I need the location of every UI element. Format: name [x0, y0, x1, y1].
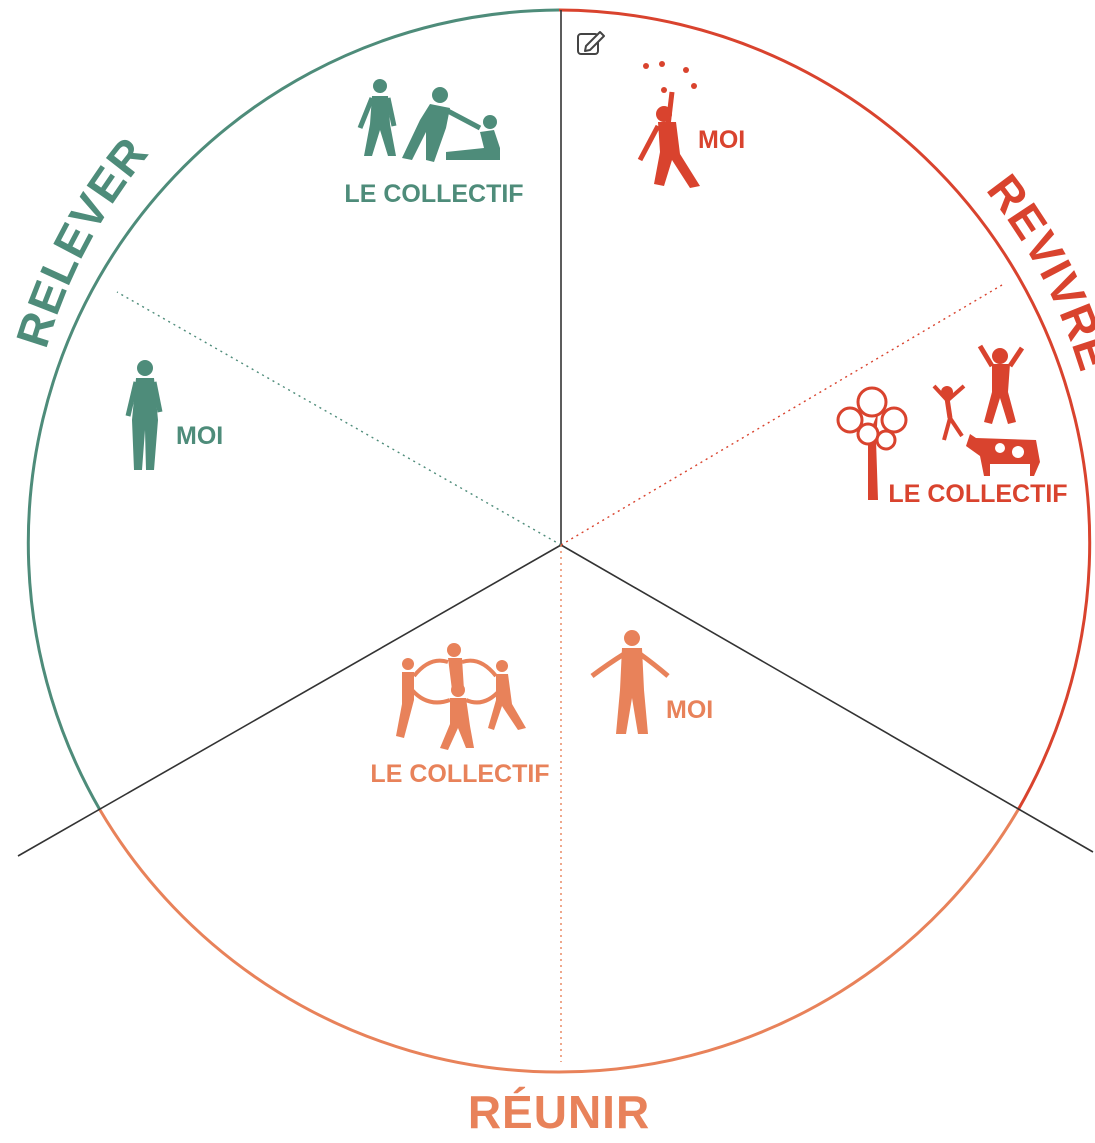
- open-arms-person-icon: [590, 630, 670, 734]
- relever-title: RELEVER: [6, 127, 158, 353]
- revivre-moi-label: MOI: [698, 126, 745, 154]
- tree-people-cow-icon: [836, 344, 1040, 500]
- people-circle-icon: [396, 643, 526, 750]
- relever-moi-label: MOI: [176, 422, 223, 450]
- subdivider-revivre: [560, 284, 1003, 546]
- reunir-moi-label: MOI: [666, 696, 713, 724]
- divider-left: [17, 544, 562, 857]
- revivre-arc: [558, 8, 1092, 811]
- revivre-title: REVIVRE: [977, 165, 1095, 378]
- relever-arc: [26, 8, 560, 811]
- edit-icon[interactable]: [577, 31, 605, 55]
- reunir-arc: [98, 809, 1020, 1074]
- relever-collectif-label: LE COLLECTIF: [344, 180, 523, 208]
- reunir-collectif-label: LE COLLECTIF: [370, 760, 549, 788]
- reunir-title: RÉUNIR: [468, 1086, 650, 1138]
- juggling-person-icon: [637, 61, 700, 188]
- divider-right: [560, 544, 1094, 853]
- revivre-collectif-label: LE COLLECTIF: [888, 480, 1067, 508]
- people-helping-icon: [357, 79, 500, 162]
- subdivider-relever: [116, 291, 562, 546]
- standing-person-icon: [125, 360, 163, 470]
